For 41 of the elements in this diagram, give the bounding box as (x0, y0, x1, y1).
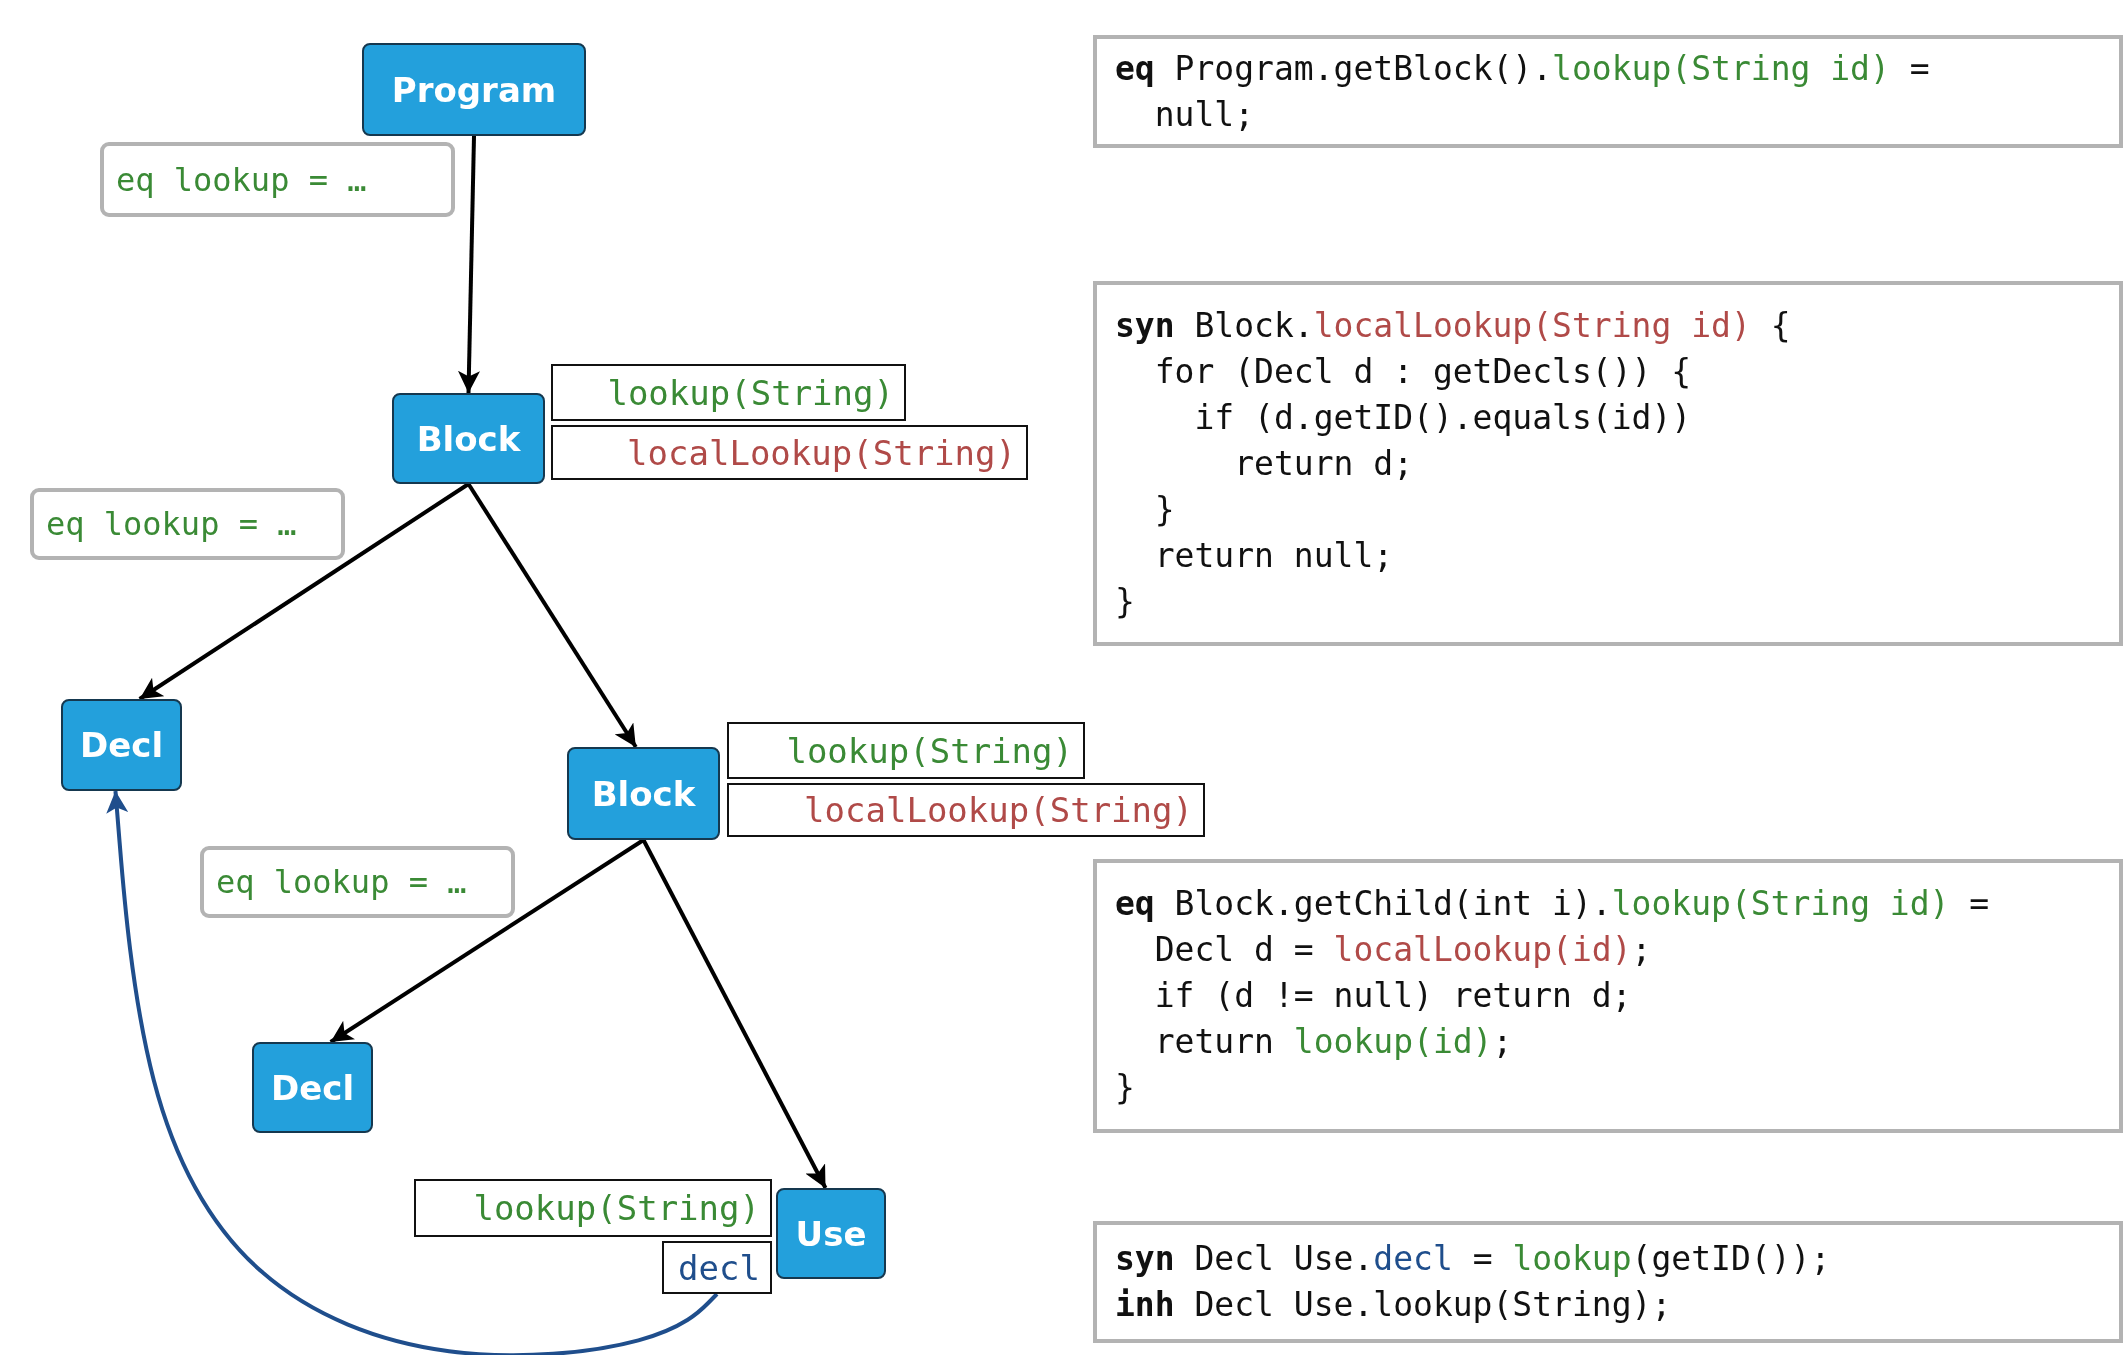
code-line: syn Block.localLookup(String id) { (1115, 304, 1791, 347)
tree-node: Program (362, 43, 586, 136)
reference-arrow (106, 790, 719, 1355)
code-line: for (Decl d : getDecls()) { (1153, 350, 1692, 393)
arrow (457, 135, 480, 394)
code-panel (1093, 35, 2123, 148)
code-panel (1093, 281, 2123, 646)
attribute-box: decl (662, 1241, 772, 1294)
attribute-box: lookup(String) (551, 364, 906, 421)
attribute-box: localLookup(String) (727, 783, 1205, 837)
code-line: if (d != null) return d; (1153, 975, 1632, 1017)
code-line: return lookup(id); (1153, 1021, 1513, 1063)
tree-node: Decl (252, 1042, 373, 1133)
code-line: Decl d = localLookup(id); (1153, 929, 1652, 971)
code-line: return null; (1153, 534, 1394, 577)
code-line: inh Decl Use.lookup(String); (1115, 1284, 1672, 1326)
code-panel (1093, 1221, 2123, 1343)
equation-box: eq lookup = … (30, 488, 345, 560)
code-line: return d; (1233, 442, 1413, 485)
code-line: } (1115, 580, 1135, 623)
code-panel (1093, 859, 2123, 1133)
attribute-box: lookup(String) (727, 722, 1085, 779)
arrow (641, 839, 828, 1189)
tree-node: Block (567, 747, 720, 840)
tree-node: Use (776, 1188, 886, 1279)
code-line: eq Program.getBlock().lookup(String id) = (1115, 47, 1930, 90)
code-line: null; (1153, 93, 1255, 136)
attribute-box: lookup(String) (414, 1179, 772, 1237)
equation-box: eq lookup = … (100, 142, 455, 217)
code-line: } (1115, 1067, 1135, 1109)
code-line: eq Block.getChild(int i).lookup(String id) = (1115, 883, 1990, 925)
arrow (138, 482, 470, 701)
tree-node: Decl (61, 699, 182, 791)
arrow (329, 838, 645, 1044)
code-line: syn Decl Use.decl = lookup(getID()); (1115, 1238, 1831, 1280)
equation-box: eq lookup = … (200, 846, 515, 918)
arrow (466, 482, 638, 749)
tree-node: Block (392, 393, 545, 484)
attribute-box: localLookup(String) (551, 425, 1028, 480)
code-line: if (d.getID().equals(id)) (1193, 396, 1692, 439)
code-line: } (1153, 488, 1175, 531)
